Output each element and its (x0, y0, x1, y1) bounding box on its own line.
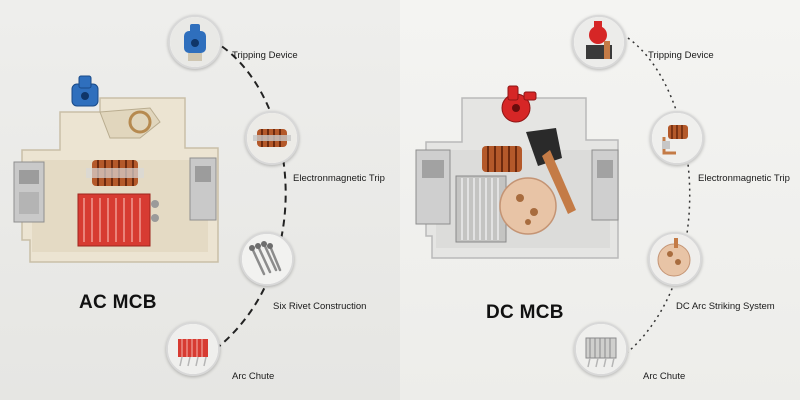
dc-mcb-panel: DC MCB (400, 0, 800, 400)
dc-mcb-title: DC MCB (486, 302, 564, 323)
ac-mcb-title: AC MCB (79, 292, 157, 313)
dc-callout-arc-striking-system: DC Arc Striking System (676, 301, 775, 312)
dc-arc-striking-system-thumbnail (648, 232, 702, 286)
dc-electromagnetic-trip-thumbnail (650, 111, 704, 165)
dc-callout-electromagnetic-trip: Electronmagnetic Trip (698, 173, 790, 184)
dc-arc-chute-thumbnail (574, 322, 628, 376)
dc-callout-arc-chute: Arc Chute (643, 371, 686, 382)
ac-tripping-device-thumbnail (168, 15, 222, 69)
dc-tripping-device-thumbnail (572, 15, 626, 69)
ac-mcb-panel: AC MCB (0, 0, 400, 400)
ac-mcb-cutaway-photo (13, 39, 287, 353)
ac-callout-tripping-device: Tripping Device (232, 50, 298, 61)
ac-callout-arc-chute: Arc Chute (232, 371, 275, 382)
ac-callout-electromagnetic-trip: Electronmagnetic Trip (293, 173, 385, 184)
ac-electromagnetic-trip-thumbnail (245, 111, 299, 165)
dc-callout-tripping-device: Tripping Device (648, 50, 714, 61)
ac-callout-six-rivet-construction: Six Rivet Construction (273, 301, 367, 312)
ac-arc-chute-thumbnail (166, 322, 220, 376)
dc-mcb-cutaway-photo (415, 37, 691, 353)
ac-six-rivet-construction-thumbnail (240, 232, 294, 286)
